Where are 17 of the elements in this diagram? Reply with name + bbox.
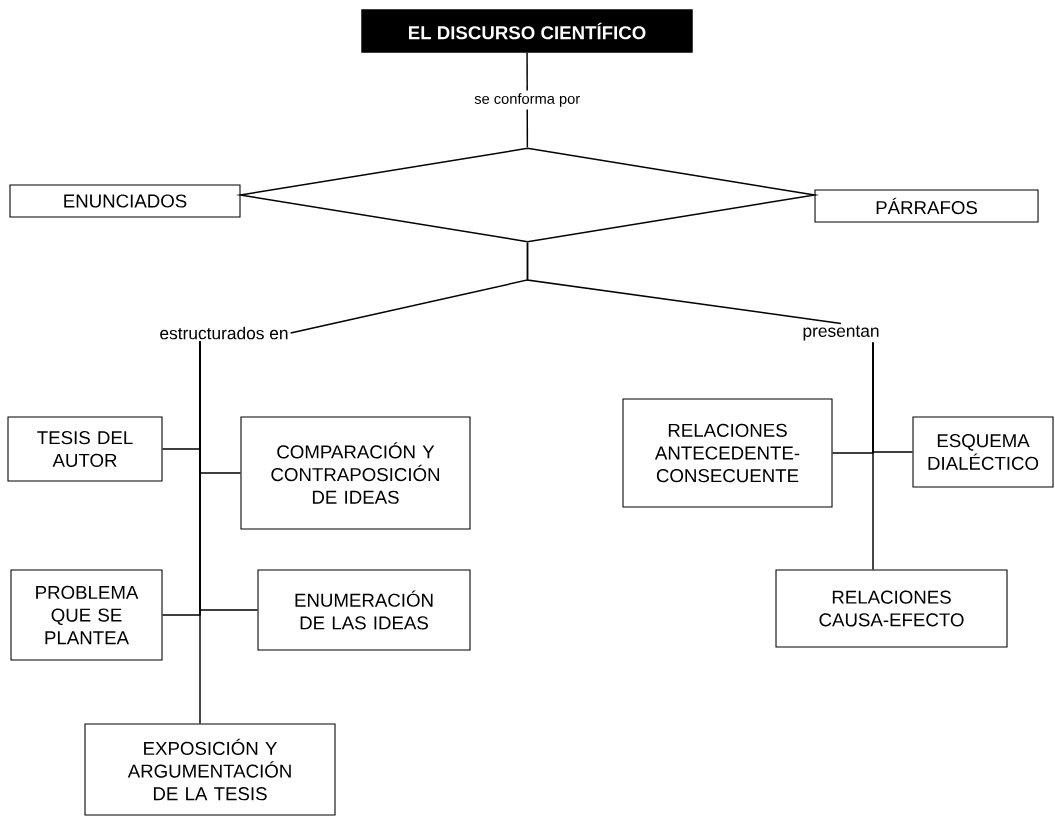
concept-box: ESQUEMA DIALÉCTICO [912, 416, 1054, 488]
concept-box: ENUMERACIÓN DE LAS IDEAS [257, 569, 471, 651]
concept-box: PROBLEMA QUE SE PLANTEA [10, 569, 163, 661]
connector-line [872, 341, 874, 571]
connector-line [526, 242, 842, 325]
edge-label: se conforma por [471, 90, 583, 110]
concept-box: ENUNCIADOS [9, 184, 241, 218]
title-box: EL DISCURSO CIENTÍFICO [361, 9, 693, 53]
concept-box: EXPOSICIÓN Y ARGUMENTACIÓN DE LA TESIS [84, 723, 336, 816]
concept-box: PÁRRAFOS [814, 189, 1039, 223]
concept-box: RELACIONES CAUSA-EFECTO [775, 569, 1008, 648]
concept-box: COMPARACIÓN Y CONTRAPOSICIÓN DE IDEAS [240, 416, 471, 530]
concept-box: RELACIONES ANTECEDENTE-CONSECUENTE [622, 398, 833, 508]
concept-box: TESIS DEL AUTOR [7, 416, 163, 482]
linking-text: presentan [803, 325, 879, 341]
linking-text: estructurados en [160, 326, 288, 340]
connector-line [199, 340, 201, 725]
